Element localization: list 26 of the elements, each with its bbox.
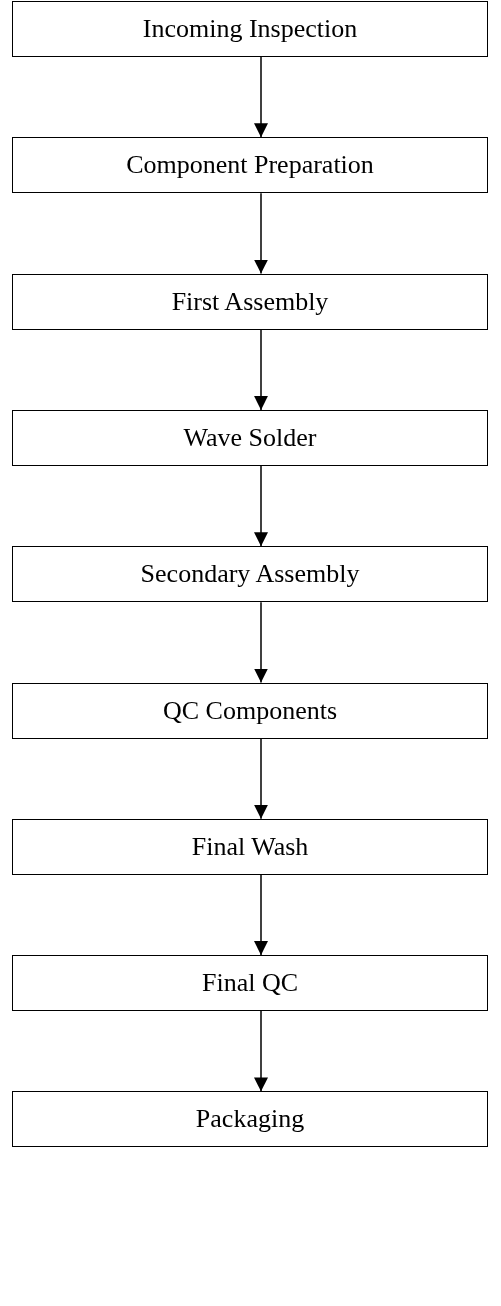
- step-label: Packaging: [195, 1104, 305, 1135]
- arrow: [254, 465, 268, 547]
- step-label: Final QC: [201, 968, 299, 999]
- arrow: [254, 56, 268, 139]
- process-box: [12, 1, 488, 57]
- process-box: [12, 409, 488, 466]
- arrow: [254, 192, 268, 275]
- process-box: [12, 546, 488, 603]
- process-box: [12, 818, 488, 875]
- arrow: [254, 1010, 268, 1093]
- process-box: [12, 273, 488, 330]
- step-label: QC Components: [162, 695, 338, 726]
- step-label: Incoming Inspection: [142, 14, 358, 44]
- step-label: Component Preparation: [126, 150, 374, 181]
- process-box: [12, 1091, 488, 1148]
- arrow: [254, 328, 268, 411]
- arrow: [254, 874, 268, 956]
- step-label: Final Wash: [191, 831, 309, 862]
- arrow: [254, 601, 268, 684]
- arrow: [254, 737, 268, 820]
- process-box: [12, 682, 488, 739]
- step-label: First Assembly: [171, 286, 329, 317]
- step-label: Secondary Assembly: [140, 559, 360, 590]
- process-box: [12, 137, 488, 194]
- step-label: Wave Solder: [183, 422, 317, 453]
- process-box: [12, 955, 488, 1012]
